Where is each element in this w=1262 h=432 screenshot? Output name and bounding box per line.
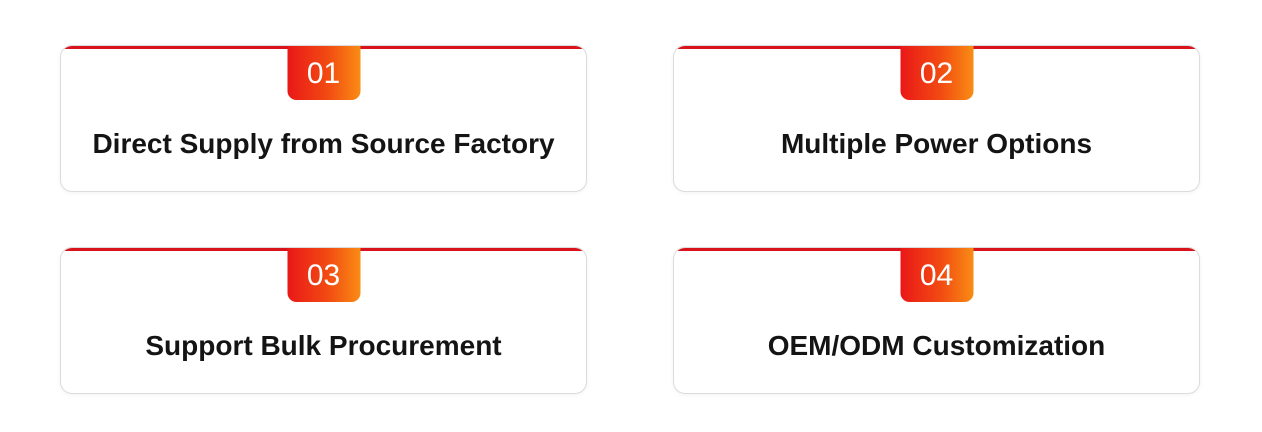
feature-title: Multiple Power Options bbox=[780, 128, 1093, 159]
feature-card-3: 03 Support Bulk Procurement bbox=[60, 247, 587, 394]
feature-number-badge: 02 bbox=[900, 46, 973, 100]
feature-card-1: 01 Direct Supply from Source Factory bbox=[60, 45, 587, 192]
feature-number-badge: 01 bbox=[287, 46, 360, 100]
feature-card-2: 02 Multiple Power Options bbox=[673, 45, 1200, 192]
feature-title: OEM/ODM Customization bbox=[767, 330, 1106, 361]
feature-title: Support Bulk Procurement bbox=[145, 330, 502, 361]
feature-card-4: 04 OEM/ODM Customization bbox=[673, 247, 1200, 394]
feature-number-badge: 03 bbox=[287, 248, 360, 302]
feature-number-badge: 04 bbox=[900, 248, 973, 302]
feature-title: Direct Supply from Source Factory bbox=[92, 128, 555, 159]
